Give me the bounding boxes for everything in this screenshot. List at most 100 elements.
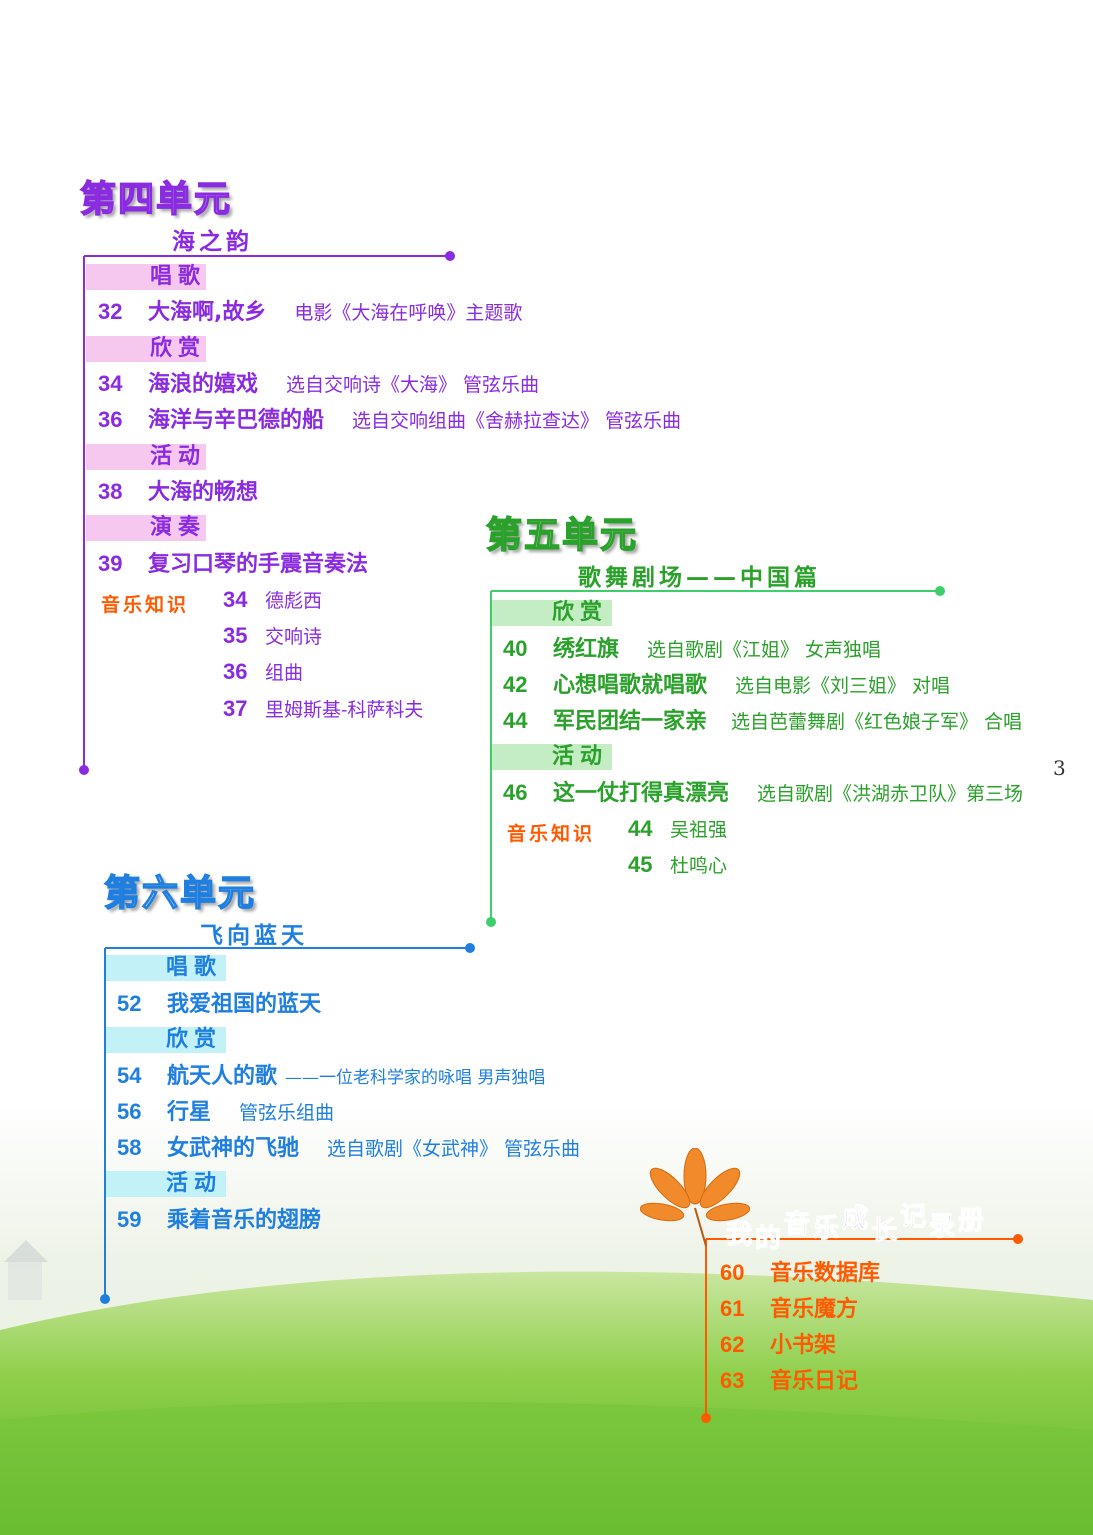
page-number: 35: [223, 623, 248, 648]
growth-title-letter: 录: [929, 1212, 956, 1243]
page-number: 46: [503, 780, 528, 805]
page-number: 45: [628, 852, 653, 877]
song-note: 选自芭蕾舞剧《红色娘子军》 合唱: [731, 711, 1023, 733]
page-number: 62: [720, 1332, 745, 1357]
page-number: 60: [720, 1260, 745, 1285]
section-title: 音乐日记: [770, 1369, 859, 1394]
toc-entry[interactable]: 63 音乐日记: [720, 1366, 858, 1396]
music-knowledge-label: 音乐知识: [507, 823, 596, 845]
page-number: 61: [720, 1296, 745, 1321]
section-label: 唱歌: [150, 264, 207, 289]
song-title: 我爱祖国的蓝天: [167, 992, 322, 1017]
growth-title-letter: 音: [784, 1210, 811, 1241]
song-note: 选自歌剧《洪湖赤卫队》第三场: [757, 783, 1024, 805]
song-title: 航天人的歌: [167, 1064, 278, 1089]
section-label: 欣赏: [166, 1027, 223, 1052]
unit4-section-band: 演奏: [86, 515, 206, 541]
song-title: 军民团结一家亲: [553, 709, 708, 734]
chestnut-leaf-icon: [640, 1148, 750, 1247]
song-title: 复习口琴的手震音奏法: [148, 552, 369, 577]
song-note: 选自电影《刘三姐》 对唱: [735, 675, 951, 697]
unit5-subtitle: 歌舞剧场——中国篇: [578, 565, 821, 591]
section-label: 活动: [150, 444, 207, 469]
song-note: 选自歌剧《江姐》 女声独唱: [647, 639, 882, 661]
toc-entry[interactable]: 36 海洋与辛巴德的船 选自交响组曲《舍赫拉查达》 管弦乐曲: [98, 405, 681, 435]
unit6-subtitle: 飞向蓝天: [200, 923, 308, 949]
page-number: 34: [98, 371, 123, 396]
growth-title-letter: 册: [958, 1206, 985, 1237]
toc-entry[interactable]: 34 海浪的嬉戏 选自交响诗《大海》 管弦乐曲: [98, 369, 539, 399]
house-icon: [4, 1240, 48, 1300]
growth-title-letter: 乐: [813, 1214, 840, 1245]
page-number: 39: [98, 551, 123, 576]
growth-record-title: 我的音乐成长记录册: [725, 1200, 987, 1255]
page-number: 32: [98, 299, 123, 324]
song-note: 选自歌剧《女武神》 管弦乐曲: [327, 1138, 581, 1160]
toc-entry[interactable]: 42 心想唱歌就唱歌 选自电影《刘三姐》 对唱: [503, 670, 950, 700]
page-number: 40: [503, 636, 528, 661]
section-label: 欣赏: [552, 600, 609, 625]
page-number-footer: 3: [1053, 756, 1066, 780]
unit4-title: 第四单元: [79, 178, 233, 221]
song-title: 海洋与辛巴德的船: [148, 408, 325, 433]
toc-entry[interactable]: 62 小书架: [720, 1330, 836, 1360]
song-title: 大海的畅想: [148, 480, 259, 505]
page-number: 36: [98, 407, 123, 432]
song-title: 心想唱歌就唱歌: [553, 673, 708, 698]
section-title: 音乐数据库: [770, 1261, 881, 1286]
song-title: 行星: [167, 1100, 212, 1125]
page-number: 63: [720, 1368, 745, 1393]
unit4-section-band: 唱歌: [86, 264, 206, 290]
knowledge-entry[interactable]: 37 里姆斯基-科萨科夫: [223, 694, 423, 726]
toc-entry[interactable]: 32 大海啊,故乡 电影《大海在呼唤》主题歌: [98, 297, 522, 327]
unit6-title: 第六单元: [103, 872, 257, 915]
song-note: 电影《大海在呼唤》主题歌: [294, 302, 523, 324]
page-number: 42: [503, 672, 528, 697]
growth-title-letter: 我: [725, 1220, 753, 1251]
toc-entry[interactable]: 52 我爱祖国的蓝天: [117, 989, 321, 1019]
unit4-section-band: 欣赏: [86, 336, 206, 362]
song-note: 选自交响组曲《舍赫拉查达》 管弦乐曲: [352, 410, 682, 432]
section-label: 活动: [552, 744, 609, 769]
song-title: 大海啊,故乡: [148, 300, 267, 325]
toc-entry[interactable]: 39 复习口琴的手震音奏法: [98, 549, 368, 579]
toc-entry[interactable]: 38 大海的畅想: [98, 477, 258, 507]
page-number: 56: [117, 1099, 142, 1124]
unit6-section-band: 欣赏: [106, 1027, 226, 1053]
page-number: 52: [117, 991, 142, 1016]
song-note: 选自交响诗《大海》 管弦乐曲: [286, 374, 540, 396]
unit6-section-band: 唱歌: [106, 955, 226, 981]
song-title: 海浪的嬉戏: [148, 372, 259, 397]
unit6-section-band: 活动: [106, 1171, 226, 1197]
knowledge-text: 吴祖强: [670, 819, 728, 841]
unit5-section-band: 欣赏: [492, 600, 612, 626]
knowledge-text: 组曲: [265, 662, 304, 684]
knowledge-text: 德彪西: [265, 590, 323, 612]
unit4-section-band: 活动: [86, 444, 206, 470]
section-title: 小书架: [770, 1333, 837, 1358]
toc-entry[interactable]: 44 军民团结一家亲 选自芭蕾舞剧《红色娘子军》 合唱: [503, 706, 1022, 736]
unit5-title: 第五单元: [485, 514, 639, 557]
toc-entry[interactable]: 60 音乐数据库: [720, 1258, 880, 1288]
knowledge-text: 里姆斯基-科萨科夫: [265, 699, 424, 721]
page-number: 44: [503, 708, 528, 733]
page-number: 58: [117, 1135, 142, 1160]
page-number: 37: [223, 696, 248, 721]
section-label: 欣赏: [150, 336, 207, 361]
section-label: 唱歌: [166, 955, 223, 980]
unit5-section-band: 活动: [492, 744, 612, 770]
page-number: 38: [98, 479, 123, 504]
